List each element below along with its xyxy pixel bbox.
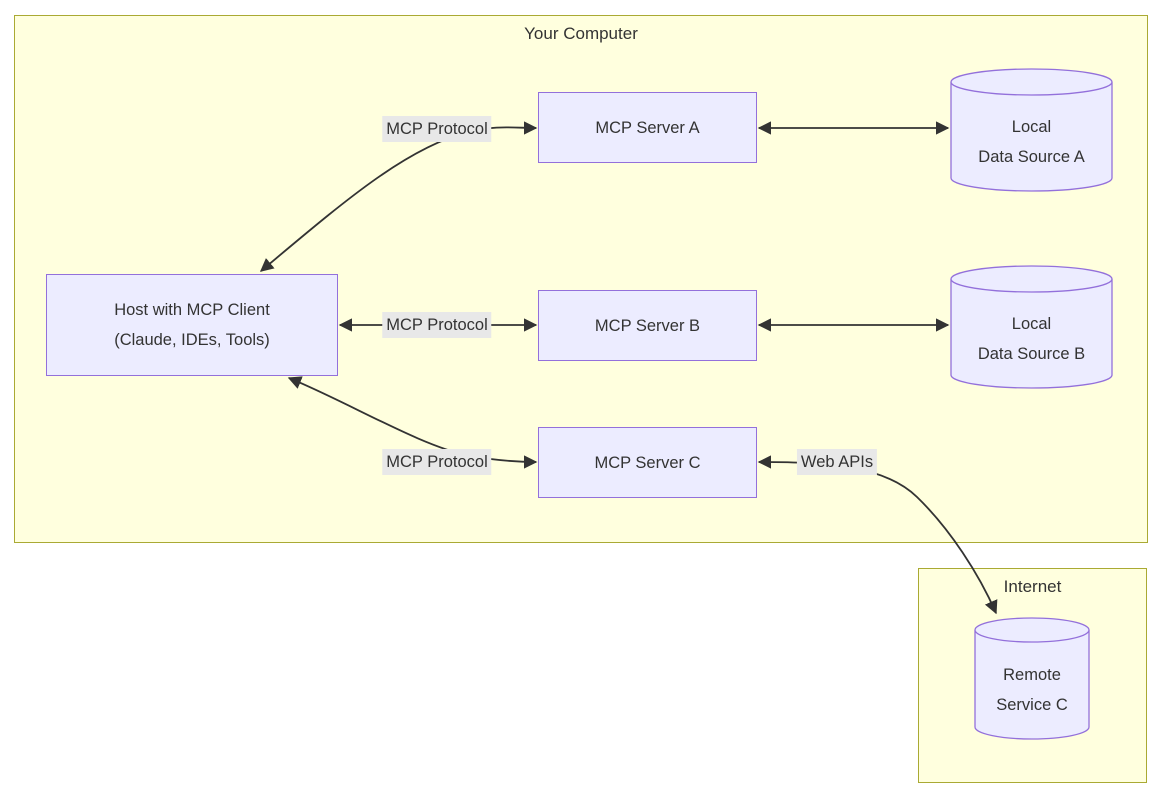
cluster-your-computer-title: Your Computer — [524, 24, 638, 43]
node-remote-service-c-line2: Service C — [996, 696, 1068, 714]
node-host-line1: Host with MCP Client — [114, 301, 270, 319]
node-local-data-source-b: Local Data Source B — [950, 265, 1113, 389]
node-local-data-source-a-line1: Local — [1011, 118, 1052, 136]
node-mcp-server-a: MCP Server A — [538, 92, 757, 163]
edge-label-mcp-protocol-b: MCP Protocol — [382, 312, 492, 338]
edge-label-mcp-protocol-c: MCP Protocol — [382, 449, 492, 475]
node-local-data-source-a-line2: Data Source A — [978, 148, 1085, 166]
node-local-data-source-b-line2: Data Source B — [977, 345, 1086, 363]
node-local-data-source-a: Local Data Source A — [950, 68, 1113, 192]
node-host: Host with MCP Client (Claude, IDEs, Tool… — [46, 274, 338, 376]
node-remote-service-c: Remote Service C — [974, 617, 1090, 740]
edge-label-web-apis: Web APIs — [796, 449, 878, 475]
node-local-data-source-b-line1: Local — [1011, 315, 1052, 333]
cylinder-shape — [950, 265, 1113, 389]
node-mcp-server-b-label: MCP Server B — [594, 316, 701, 335]
node-mcp-server-a-label: MCP Server A — [595, 118, 700, 137]
node-mcp-server-b: MCP Server B — [538, 290, 757, 361]
cylinder-shape — [974, 617, 1090, 740]
node-mcp-server-c: MCP Server C — [538, 427, 757, 498]
node-host-line2: (Claude, IDEs, Tools) — [114, 331, 270, 349]
node-mcp-server-c-label: MCP Server C — [594, 453, 701, 472]
edge-label-mcp-protocol-a: MCP Protocol — [382, 116, 492, 142]
cylinder-shape — [950, 68, 1113, 192]
cluster-internet-title: Internet — [1003, 577, 1062, 596]
node-remote-service-c-line1: Remote — [1003, 666, 1061, 684]
